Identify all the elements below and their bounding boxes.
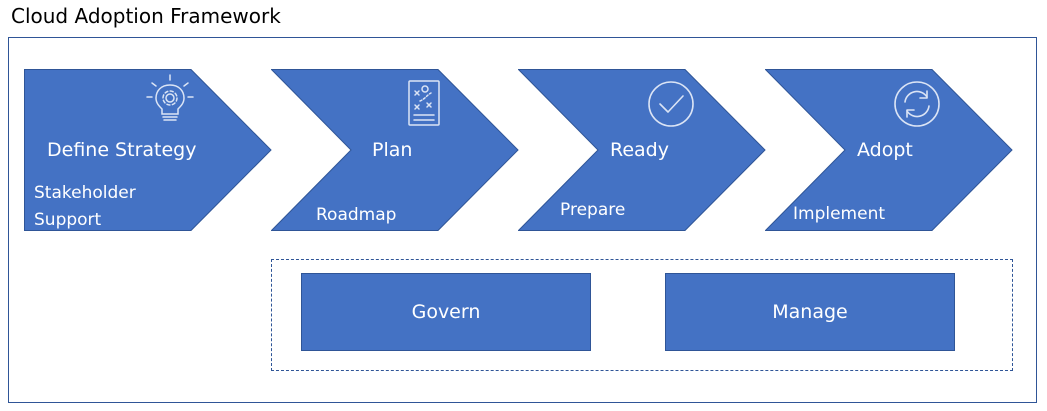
stage-label: Define Strategy xyxy=(47,139,197,161)
stage-ready: Ready Prepare xyxy=(518,69,766,231)
stage-sublabel: Roadmap xyxy=(316,205,397,225)
stage-plan: Plan Roadmap xyxy=(271,69,519,231)
stage-define-strategy: Define Strategy Stakeholder Support xyxy=(24,69,272,231)
checkmark-circle-icon xyxy=(648,81,694,127)
stage-sublabel: Implement xyxy=(793,204,886,224)
stage-sublabel: Stakeholder Support xyxy=(34,183,136,230)
stage-sublabel: Prepare xyxy=(560,200,626,220)
manage-box: Manage xyxy=(665,273,955,351)
stage-label: Ready xyxy=(610,139,669,161)
refresh-cycle-icon xyxy=(894,81,940,127)
lightbulb-gear-icon xyxy=(146,74,194,121)
stage-adopt: Adopt Implement xyxy=(765,69,1013,231)
govern-label: Govern xyxy=(411,301,481,323)
ongoing-disciplines-group xyxy=(271,259,1013,371)
govern-box: Govern xyxy=(301,273,591,351)
chevron-shape xyxy=(518,69,766,231)
stage-label: Plan xyxy=(372,139,413,161)
chevron-shape xyxy=(24,69,272,231)
chevron-shape xyxy=(765,69,1013,231)
manage-label: Manage xyxy=(772,301,848,323)
stage-label: Adopt xyxy=(857,139,913,161)
page-title: Cloud Adoption Framework xyxy=(11,4,281,28)
framework-frame xyxy=(8,37,1037,403)
strategy-document-icon xyxy=(408,80,440,126)
chevron-shape xyxy=(271,69,519,231)
